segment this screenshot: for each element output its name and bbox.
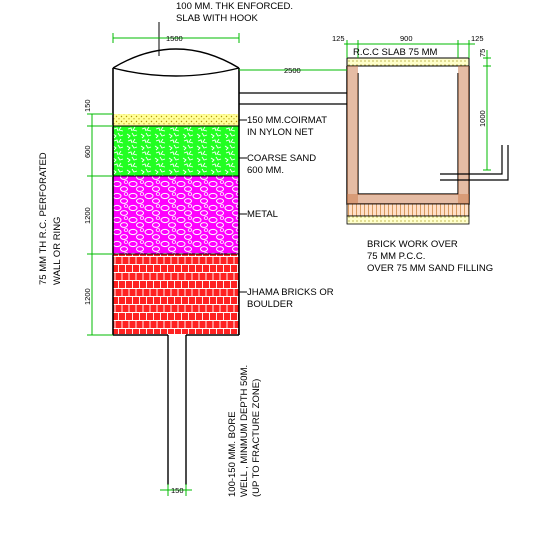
dim-tank-depth: 1000 [478,110,487,127]
rcc-slab-label: R.C.C SLAB 75 MM [353,47,438,58]
coirmat-label-line1: 150 MM.COIRMAT [247,115,327,126]
coirmat-layer [113,114,239,126]
wall-label-line1: 75 MM TH R.C. PERFORATED [38,152,49,285]
well-column [112,22,240,336]
dim-metal-height: 1200 [83,207,92,224]
dim-bricks-height: 1200 [83,288,92,305]
dim-tank-left-offset: 125 [332,34,345,43]
bore-pipe [167,335,187,485]
dim-pipe-length: 2500 [284,66,301,75]
dim-tank-width: 900 [400,34,413,43]
slab-dome [112,48,240,69]
dim-sand-height: 600 [83,145,92,158]
dim-tank-right-offset: 125 [471,34,484,43]
bore-label-line2: WELL , MINMUM DEPTH 50M. [239,365,250,497]
filter-tank [346,57,509,225]
bore-label-line3: (UP TO FRACTURE ZONE) [251,379,262,497]
dim-well-width: 1500 [166,34,183,43]
bore-label-line1: 100-150 MM. BORE [227,411,238,497]
outlet-pipe [440,145,509,181]
coarse-sand-layer [113,126,239,176]
dimension-lines [87,33,491,496]
slab-label-line1: 100 MM. THK ENFORCED. [176,1,293,12]
tank-right-wall [458,66,469,204]
bricks-label-line1: JHAMA BRICKS OR [247,287,334,298]
dim-coirmat-height: 150 [83,99,92,112]
metal-layer [113,176,239,254]
dim-bore-diameter: 150 [171,486,184,495]
metal-label: METAL [247,209,278,220]
sand-label-line2: 600 MM. [247,165,284,176]
label-leaders [239,119,247,293]
jhama-bricks-layer [113,254,239,334]
brick-work-base [346,203,470,217]
rcc-slab [346,57,470,67]
brickwork-label-line1: BRICK WORK OVER [367,239,458,250]
brickwork-label-line3: OVER 75 MM SAND FILLING [367,263,493,274]
connecting-pipe [239,92,347,105]
dim-tank-top: 75 [478,49,487,57]
slab-label-line2: SLAB WITH HOOK [176,13,258,24]
pcc-base [346,215,470,225]
wall-label-line2: WALL OR RING [52,217,63,285]
brickwork-label-line2: 75 MM P.C.C. [367,251,425,262]
coirmat-label-line2: IN NYLON NET [247,127,314,138]
bricks-label-line2: BOULDER [247,299,293,310]
sand-label-line1: COARSE SAND [247,153,316,164]
tank-left-wall [347,66,358,204]
